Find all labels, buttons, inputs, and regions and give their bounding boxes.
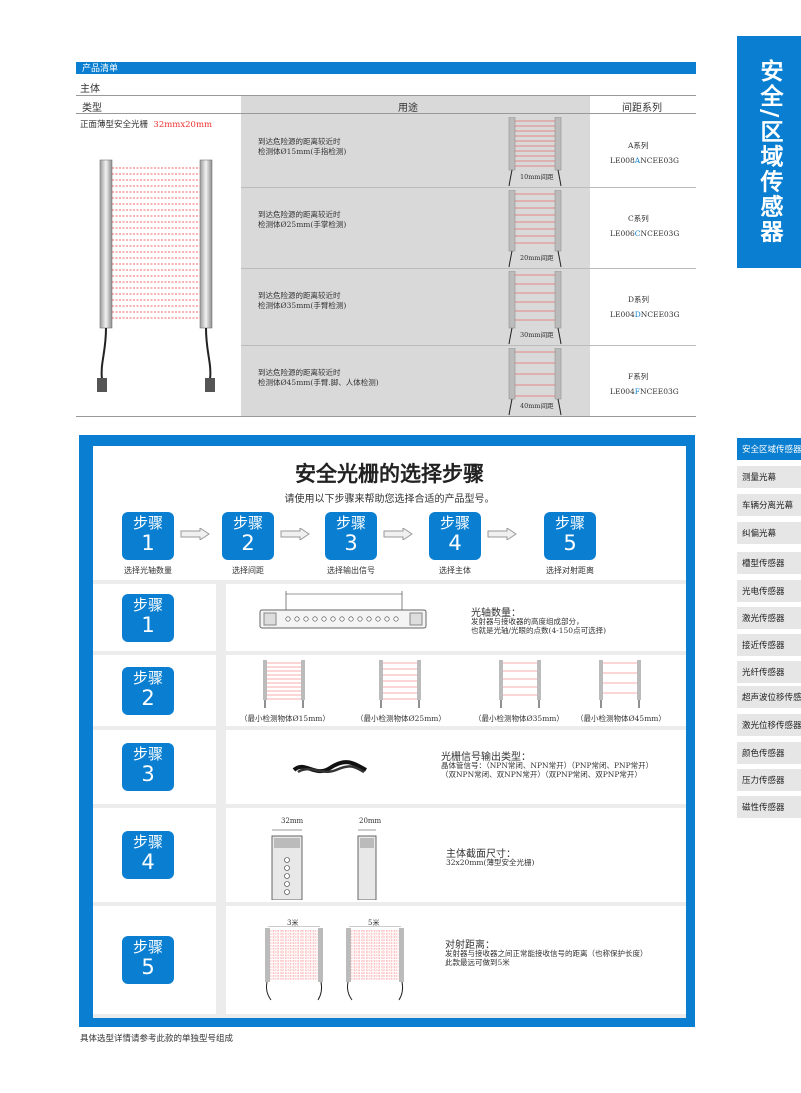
col-type-header: 类型 — [82, 103, 102, 114]
category-tab: 安全/区域传感器 — [737, 36, 801, 268]
section-dimension-drawing — [271, 829, 377, 900]
use-text-line2: 检测体Ø35mm(手臂检测) — [258, 301, 347, 310]
pitch-min-object: （最小检测物体Ø45mm） — [576, 714, 666, 723]
section-width-a: 32mm — [281, 817, 304, 825]
s5-line2: 此款最远可做到5米 — [445, 958, 510, 967]
step-arrow-icon — [383, 528, 413, 540]
series-name: C系列 — [628, 214, 649, 223]
nav-item[interactable]: 测量光幕 — [737, 466, 801, 490]
steps-subtitle: 请使用以下步骤来帮助您选择合适的产品型号。 — [284, 494, 495, 505]
pitch-curtain-image — [263, 660, 305, 708]
nav-item[interactable]: 槽型传感器 — [737, 552, 801, 576]
cable-image — [292, 760, 367, 774]
step-arrow-icon — [487, 528, 517, 540]
model-code: LE008ANCEE03G — [610, 156, 679, 165]
s3-line2: （双NPN常闭、双NPN常开）（双PNP常闭、双PNP常开） — [441, 770, 642, 779]
nav-item[interactable]: 超声波位移传感器 — [737, 686, 801, 710]
nav-item[interactable]: 激光位移传感器 — [737, 714, 801, 738]
series-name: A系列 — [628, 141, 649, 150]
type-name: 正面薄型安全光栅 32mmx20mm — [80, 120, 213, 130]
curtain-thumbnail — [508, 271, 562, 345]
nav-item[interactable]: 激光传感器 — [737, 607, 801, 631]
step-caption: 选择主体 — [439, 566, 471, 575]
use-column-bg — [241, 96, 590, 416]
nav-item[interactable]: 颜色传感器 — [737, 742, 801, 766]
s4-line1: 32x20mm(薄型安全光栅) — [446, 858, 535, 867]
model-code: LE004DNCEE03G — [610, 310, 680, 319]
distance-label: 5米 — [368, 919, 380, 927]
s4-title: 主体截面尺寸： — [446, 849, 516, 860]
nav-item[interactable]: 光电传感器 — [737, 580, 801, 604]
distance-label: 3米 — [287, 919, 299, 927]
curtain-thumbnail — [508, 348, 562, 416]
step-caption: 选择光轴数量 — [124, 566, 172, 575]
pitch-curtain-image — [599, 660, 641, 708]
distance-curtain-image — [265, 926, 323, 1001]
step-caption: 选择间距 — [232, 566, 264, 575]
product-list-title: 产品清单 — [82, 64, 119, 74]
s5-title: 对射距离： — [445, 940, 495, 951]
footnote: 具体选型详情请参考此款的单独型号组成 — [80, 1034, 234, 1044]
pitch-label: 10mm间距 — [520, 173, 554, 181]
steps-title: 安全光栅的选择步骤 — [295, 462, 484, 486]
s3-line1: 晶体管信号：（NPN常闭、NPN常开）（PNP常闭、PNP常开） — [441, 761, 654, 770]
col-use-header: 用途 — [398, 103, 418, 114]
pitch-min-object: （最小检测物体Ø25mm） — [356, 714, 446, 723]
use-text-line2: 检测体Ø25mm(手掌检测) — [258, 220, 347, 229]
step-arrow-icon — [280, 528, 310, 540]
use-text-line1: 到达危险源的距离较近时 — [258, 368, 341, 377]
pitch-curtain-image — [379, 660, 421, 708]
model-code: LE006CNCEE03G — [610, 229, 680, 238]
pitch-curtain-image — [499, 660, 541, 708]
step-caption: 选择输出信号 — [327, 566, 375, 575]
pitch-label: 20mm间距 — [520, 254, 554, 262]
use-text-line1: 到达危险源的距离较近时 — [258, 137, 341, 146]
section-width-b: 20mm — [359, 817, 382, 825]
use-text-line1: 到达危险源的距离较近时 — [258, 210, 341, 219]
product-list-bar: 产品清单 — [76, 62, 696, 74]
nav-item[interactable]: 接近传感器 — [737, 634, 801, 658]
pitch-label: 40mm间距 — [520, 402, 554, 410]
pitch-label: 30mm间距 — [520, 331, 554, 339]
series-name: F系列 — [628, 372, 649, 381]
series-name: D系列 — [628, 295, 650, 304]
model-code: LE004FNCEE03G — [610, 387, 679, 396]
distance-curtain-image — [346, 926, 404, 1001]
nav-item[interactable]: 纠偏光幕 — [737, 522, 801, 546]
s5-line1: 发射器与接收器之间正常能接收信号的距离（也称保护长度） — [445, 949, 648, 958]
s1-line2: 也就是光轴/光眼的点数(4-150点可选择) — [471, 626, 606, 635]
curtain-thumbnail — [508, 117, 562, 187]
step-arrow-icon — [180, 528, 210, 540]
use-text-line2: 检测体Ø15mm(手指检测) — [258, 147, 347, 156]
axis-count-diagram — [259, 591, 427, 629]
s3-title: 光栅信号输出类型： — [441, 752, 531, 763]
curtain-thumbnail — [508, 190, 562, 268]
s1-line1: 发射器与接收器的高度组成部分， — [471, 617, 584, 626]
nav-item[interactable]: 磁性传感器 — [737, 796, 801, 820]
col-pitch-header: 间距系列 — [622, 103, 662, 114]
s1-title: 光轴数量： — [471, 608, 521, 619]
use-text-line2: 检测体Ø45mm(手臂.脚、人体检测) — [258, 378, 379, 387]
nav-item[interactable]: 光纤传感器 — [737, 661, 801, 685]
subtitle: 主体 — [80, 84, 100, 95]
use-text-line1: 到达危险源的距离较近时 — [258, 291, 341, 300]
light-curtain-image — [97, 159, 215, 392]
nav-item[interactable]: 安全区域传感器 — [737, 438, 801, 462]
pitch-min-object: （最小检测物体Ø35mm） — [474, 714, 564, 723]
step-caption: 选择对射距离 — [546, 566, 594, 575]
nav-item[interactable]: 压力传感器 — [737, 769, 801, 793]
nav-item[interactable]: 车辆分离光幕 — [737, 494, 801, 518]
pitch-min-object: （最小检测物体Ø15mm） — [240, 714, 330, 723]
